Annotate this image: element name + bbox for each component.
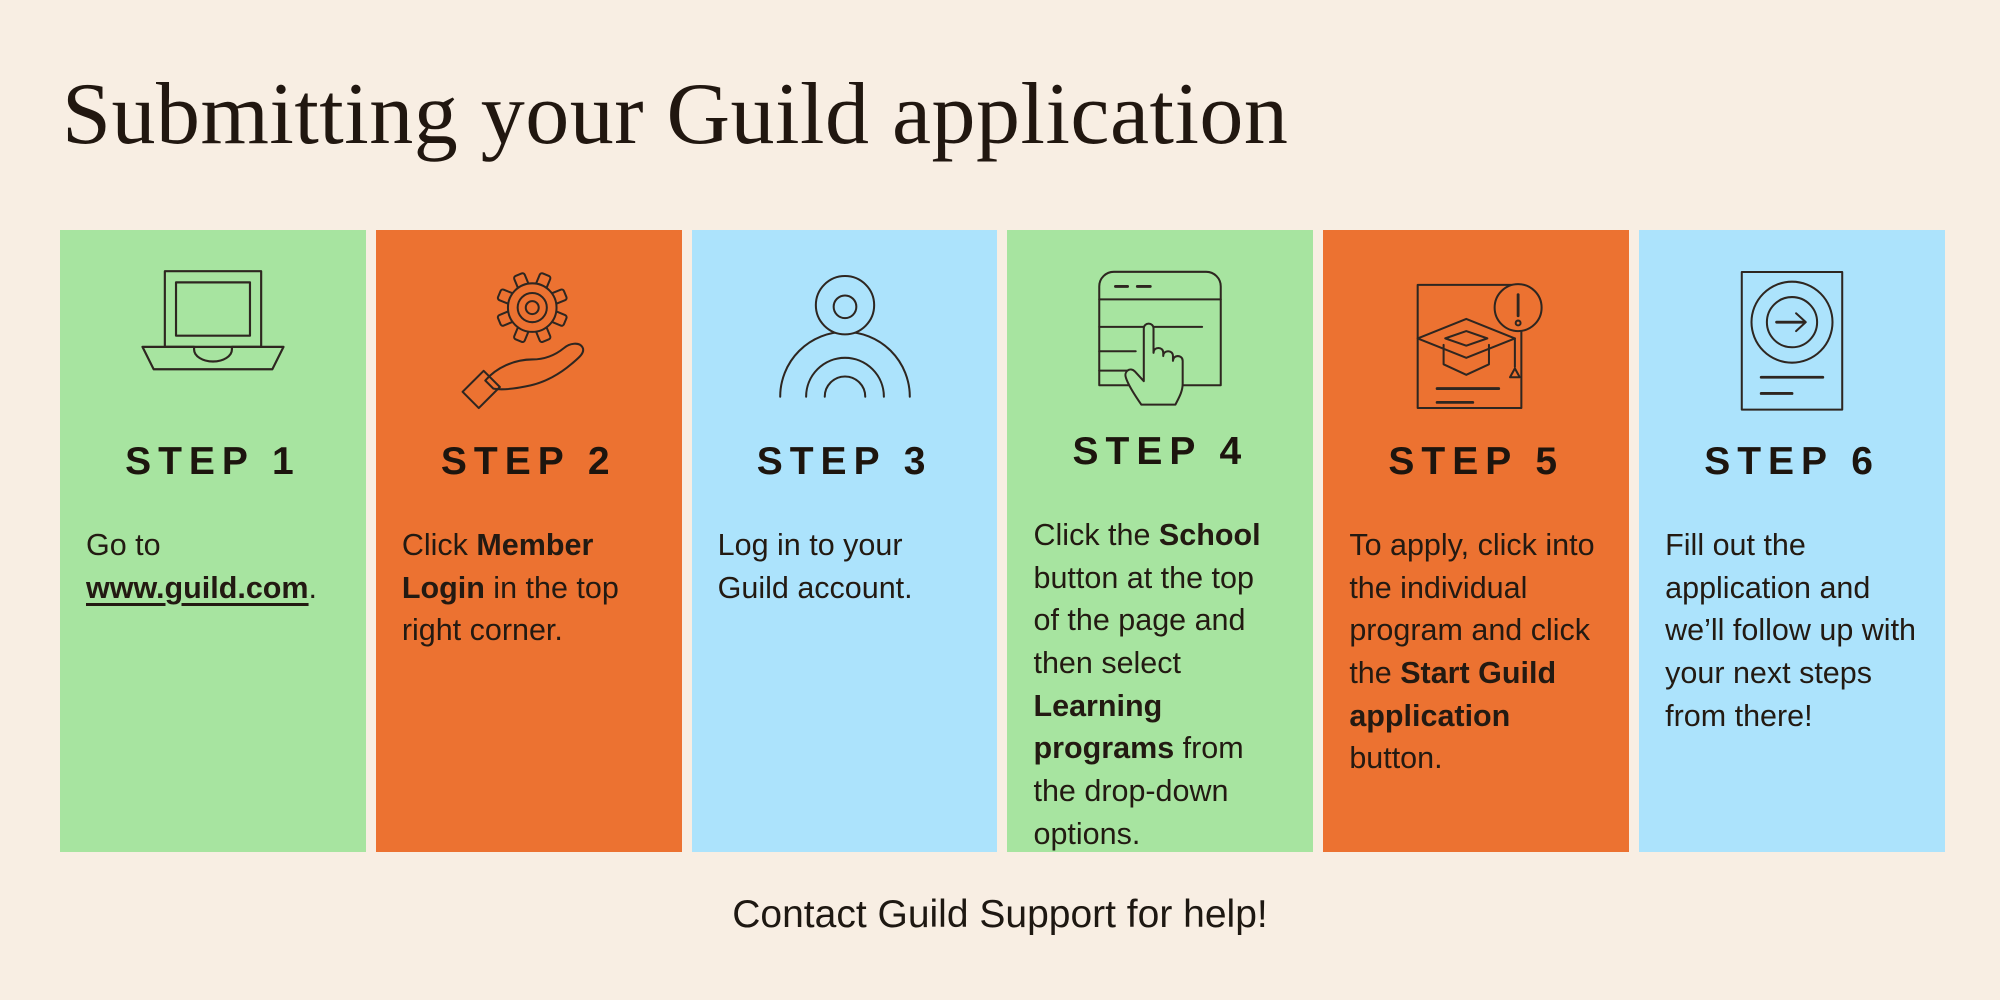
body-text-segment: Learning programs [1033, 688, 1175, 766]
laptop-icon [122, 254, 304, 426]
body-text-segment: Log in to your Guild account. [717, 528, 913, 605]
step-body: Go to www.guild.com. [86, 524, 340, 609]
step-heading: STEP 2 [440, 440, 617, 483]
step-card-1: STEP 1 Go to www.guild.com. [60, 230, 366, 852]
body-text-segment: button at the top of the page and then s… [1033, 560, 1254, 681]
step-body: Click the School button at the top of th… [1033, 514, 1287, 856]
step-body: Log in to your Guild account. [718, 524, 972, 609]
page-title: Submitting your Guild application [62, 66, 1289, 163]
application-submit-icon [1711, 254, 1873, 426]
body-text-segment: Click [401, 528, 477, 562]
person-icon [764, 254, 926, 426]
body-text-segment: in the top right corner. [401, 570, 619, 648]
body-text-segment: Click the [1033, 518, 1159, 552]
step-card-4: STEP 4 Click the School button at the to… [1007, 230, 1314, 852]
step-card-5: STEP 5 To apply, click into the individu… [1323, 230, 1630, 852]
step-card-3: STEP 3 Log in to your Guild account. [691, 230, 998, 852]
step-heading: STEP 5 [1388, 440, 1565, 483]
support-note: Contact Guild Support for help! [732, 893, 1268, 936]
body-text-segment: To apply, click into the individual prog… [1349, 528, 1595, 691]
body-text-segment: Member Login [401, 528, 594, 605]
body-text-segment: Fill out the application and we’ll follo… [1665, 528, 1917, 733]
body-text-segment: button. [1349, 741, 1443, 776]
step-body: Fill out the application and we’ll follo… [1665, 524, 1919, 737]
step-body: Click Member Login in the top right corn… [402, 524, 656, 652]
program-alert-icon [1395, 254, 1557, 426]
body-text-segment: from the drop-down options. [1033, 731, 1244, 851]
step-card-6: STEP 6 Fill out the application and we’l… [1639, 230, 1945, 852]
browser-click-icon [1079, 254, 1241, 416]
body-text-segment: School [1158, 518, 1261, 552]
step-heading: STEP 6 [1704, 440, 1880, 483]
guild-url-link[interactable]: www.guild.com [86, 570, 309, 605]
step-card-2: STEP 2 Click Member Login in the top rig… [375, 230, 682, 852]
step-body: To apply, click into the individual prog… [1349, 524, 1603, 780]
step-heading: STEP 4 [1072, 430, 1249, 473]
body-text-segment: . [308, 570, 318, 605]
step-heading: STEP 1 [125, 440, 301, 483]
body-text-segment: Go to [86, 528, 161, 562]
step-heading: STEP 3 [756, 440, 933, 483]
steps-row: STEP 1 Go to www.guild.com. [60, 230, 1945, 852]
hand-gear-icon [448, 254, 610, 426]
body-text-segment: Start Guild application [1349, 656, 1557, 733]
